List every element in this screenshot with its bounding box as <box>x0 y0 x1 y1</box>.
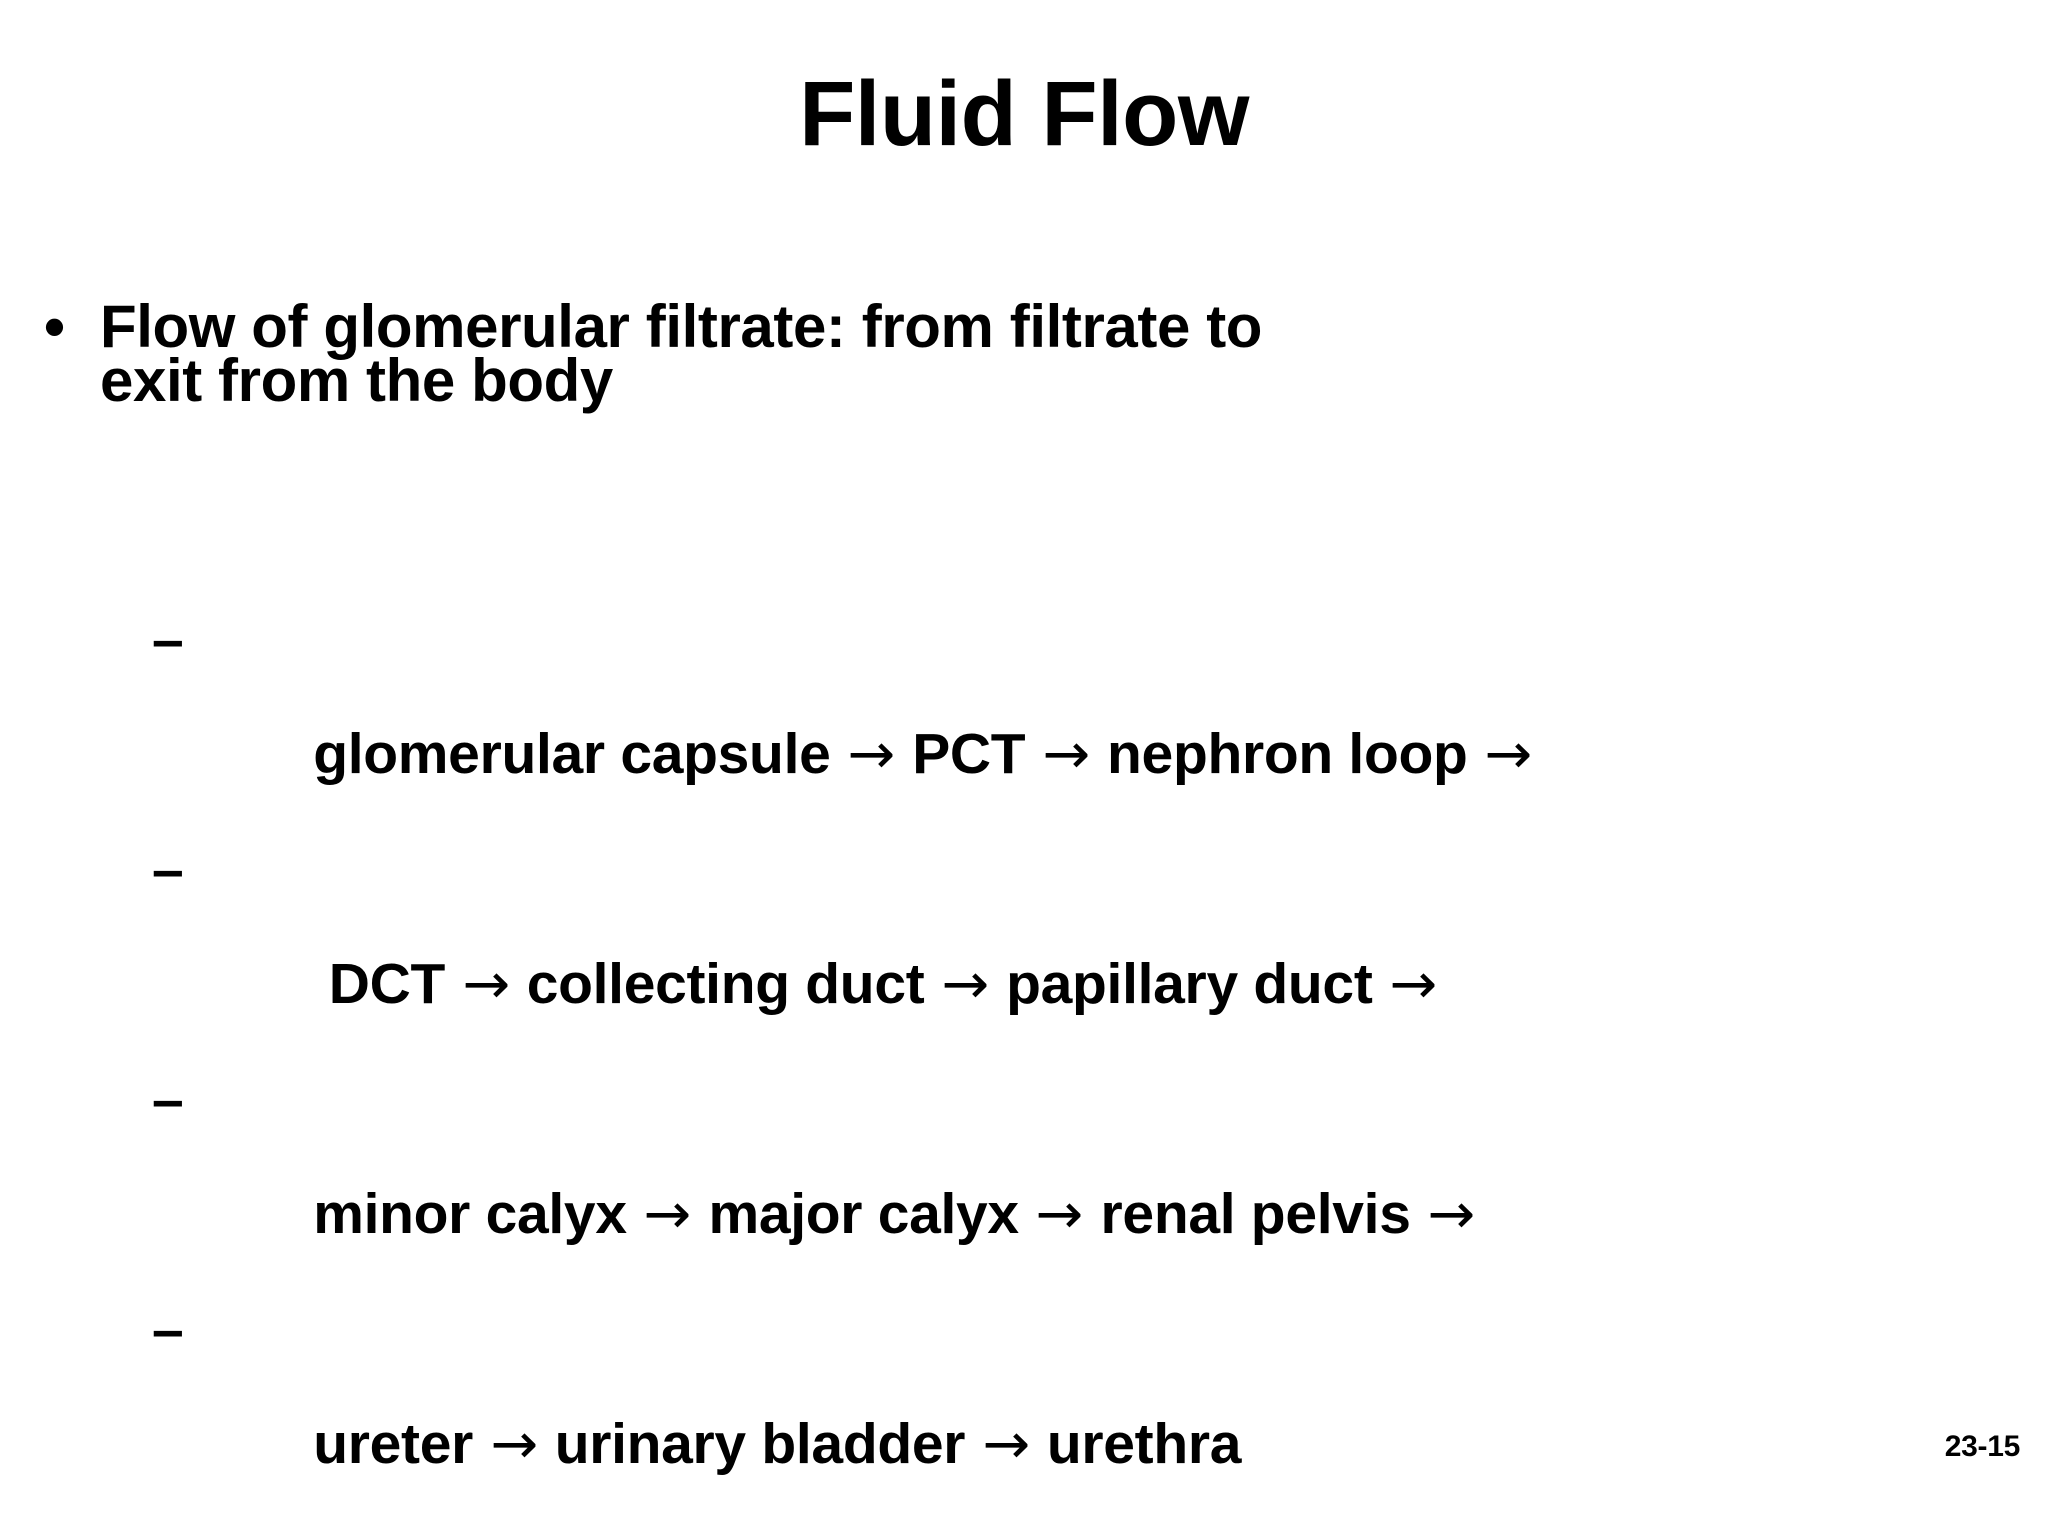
dash-marker-icon: – <box>152 1068 184 1132</box>
text-segment: glomerular capsule <box>313 722 847 786</box>
bullet-line-2: exit from the body <box>100 347 613 414</box>
bullet-item-primary: • Flow of glomerular filtrate: from filt… <box>0 293 2048 414</box>
text-segment: ureter <box>313 1412 489 1476</box>
text-segment: collecting duct <box>511 952 940 1016</box>
text-segment: DCT <box>313 952 461 1016</box>
sub-bullet-list: – glomerular capsule → PCT → nephron loo… <box>0 612 2048 1532</box>
sub-bullet-text-1: glomerular capsule → PCT → nephron loop … <box>313 722 1533 786</box>
dash-marker-icon: – <box>152 608 184 672</box>
sub-bullet-text-3: minor calyx → major calyx → renal pelvis… <box>313 1182 1477 1246</box>
page-number: 23-15 <box>1944 1430 2021 1463</box>
sub-bullet-text-4: ureter → urinary bladder → urethra <box>313 1412 1241 1476</box>
arrow-right-icon: → <box>941 952 990 1017</box>
list-item: – DCT → collecting duct → papillary duct… <box>0 842 2048 1072</box>
text-segment: nephron loop <box>1091 722 1484 786</box>
slide-body: • Flow of glomerular filtrate: from filt… <box>0 293 2048 414</box>
dash-marker-icon: – <box>152 1298 184 1362</box>
sub-bullet-text-2: DCT → collecting duct → papillary duct → <box>313 952 1438 1016</box>
text-segment: minor calyx <box>313 1182 643 1246</box>
arrow-right-icon: → <box>462 952 510 1017</box>
arrow-right-icon: → <box>1484 722 1533 787</box>
list-item: – ureter → urinary bladder → urethra <box>0 1302 2048 1532</box>
text-segment: urethra <box>1031 1412 1242 1476</box>
bullet-line-1: Flow of glomerular filtrate: from filtra… <box>100 293 1263 360</box>
arrow-right-icon: → <box>490 1412 538 1477</box>
text-segment: major calyx <box>692 1182 1035 1246</box>
text-segment: renal pelvis <box>1085 1182 1427 1246</box>
bullet-dot-icon: • <box>44 293 65 360</box>
list-item: – minor calyx → major calyx → renal pelv… <box>0 1072 2048 1302</box>
arrow-right-icon: → <box>1427 1182 1476 1247</box>
arrow-right-icon: → <box>1042 722 1090 787</box>
text-segment: PCT <box>896 722 1041 786</box>
text-segment: urinary bladder <box>539 1412 981 1476</box>
arrow-right-icon: → <box>847 722 896 787</box>
page-title: Fluid Flow <box>799 63 1249 165</box>
arrow-right-icon: → <box>982 1412 1030 1477</box>
list-item: – glomerular capsule → PCT → nephron loo… <box>0 612 2048 842</box>
dash-marker-icon: – <box>152 838 184 902</box>
text-segment: papillary duct <box>990 952 1389 1016</box>
arrow-right-icon: → <box>1035 1182 1084 1247</box>
arrow-right-icon: → <box>643 1182 692 1247</box>
arrow-right-icon: → <box>1389 952 1438 1017</box>
